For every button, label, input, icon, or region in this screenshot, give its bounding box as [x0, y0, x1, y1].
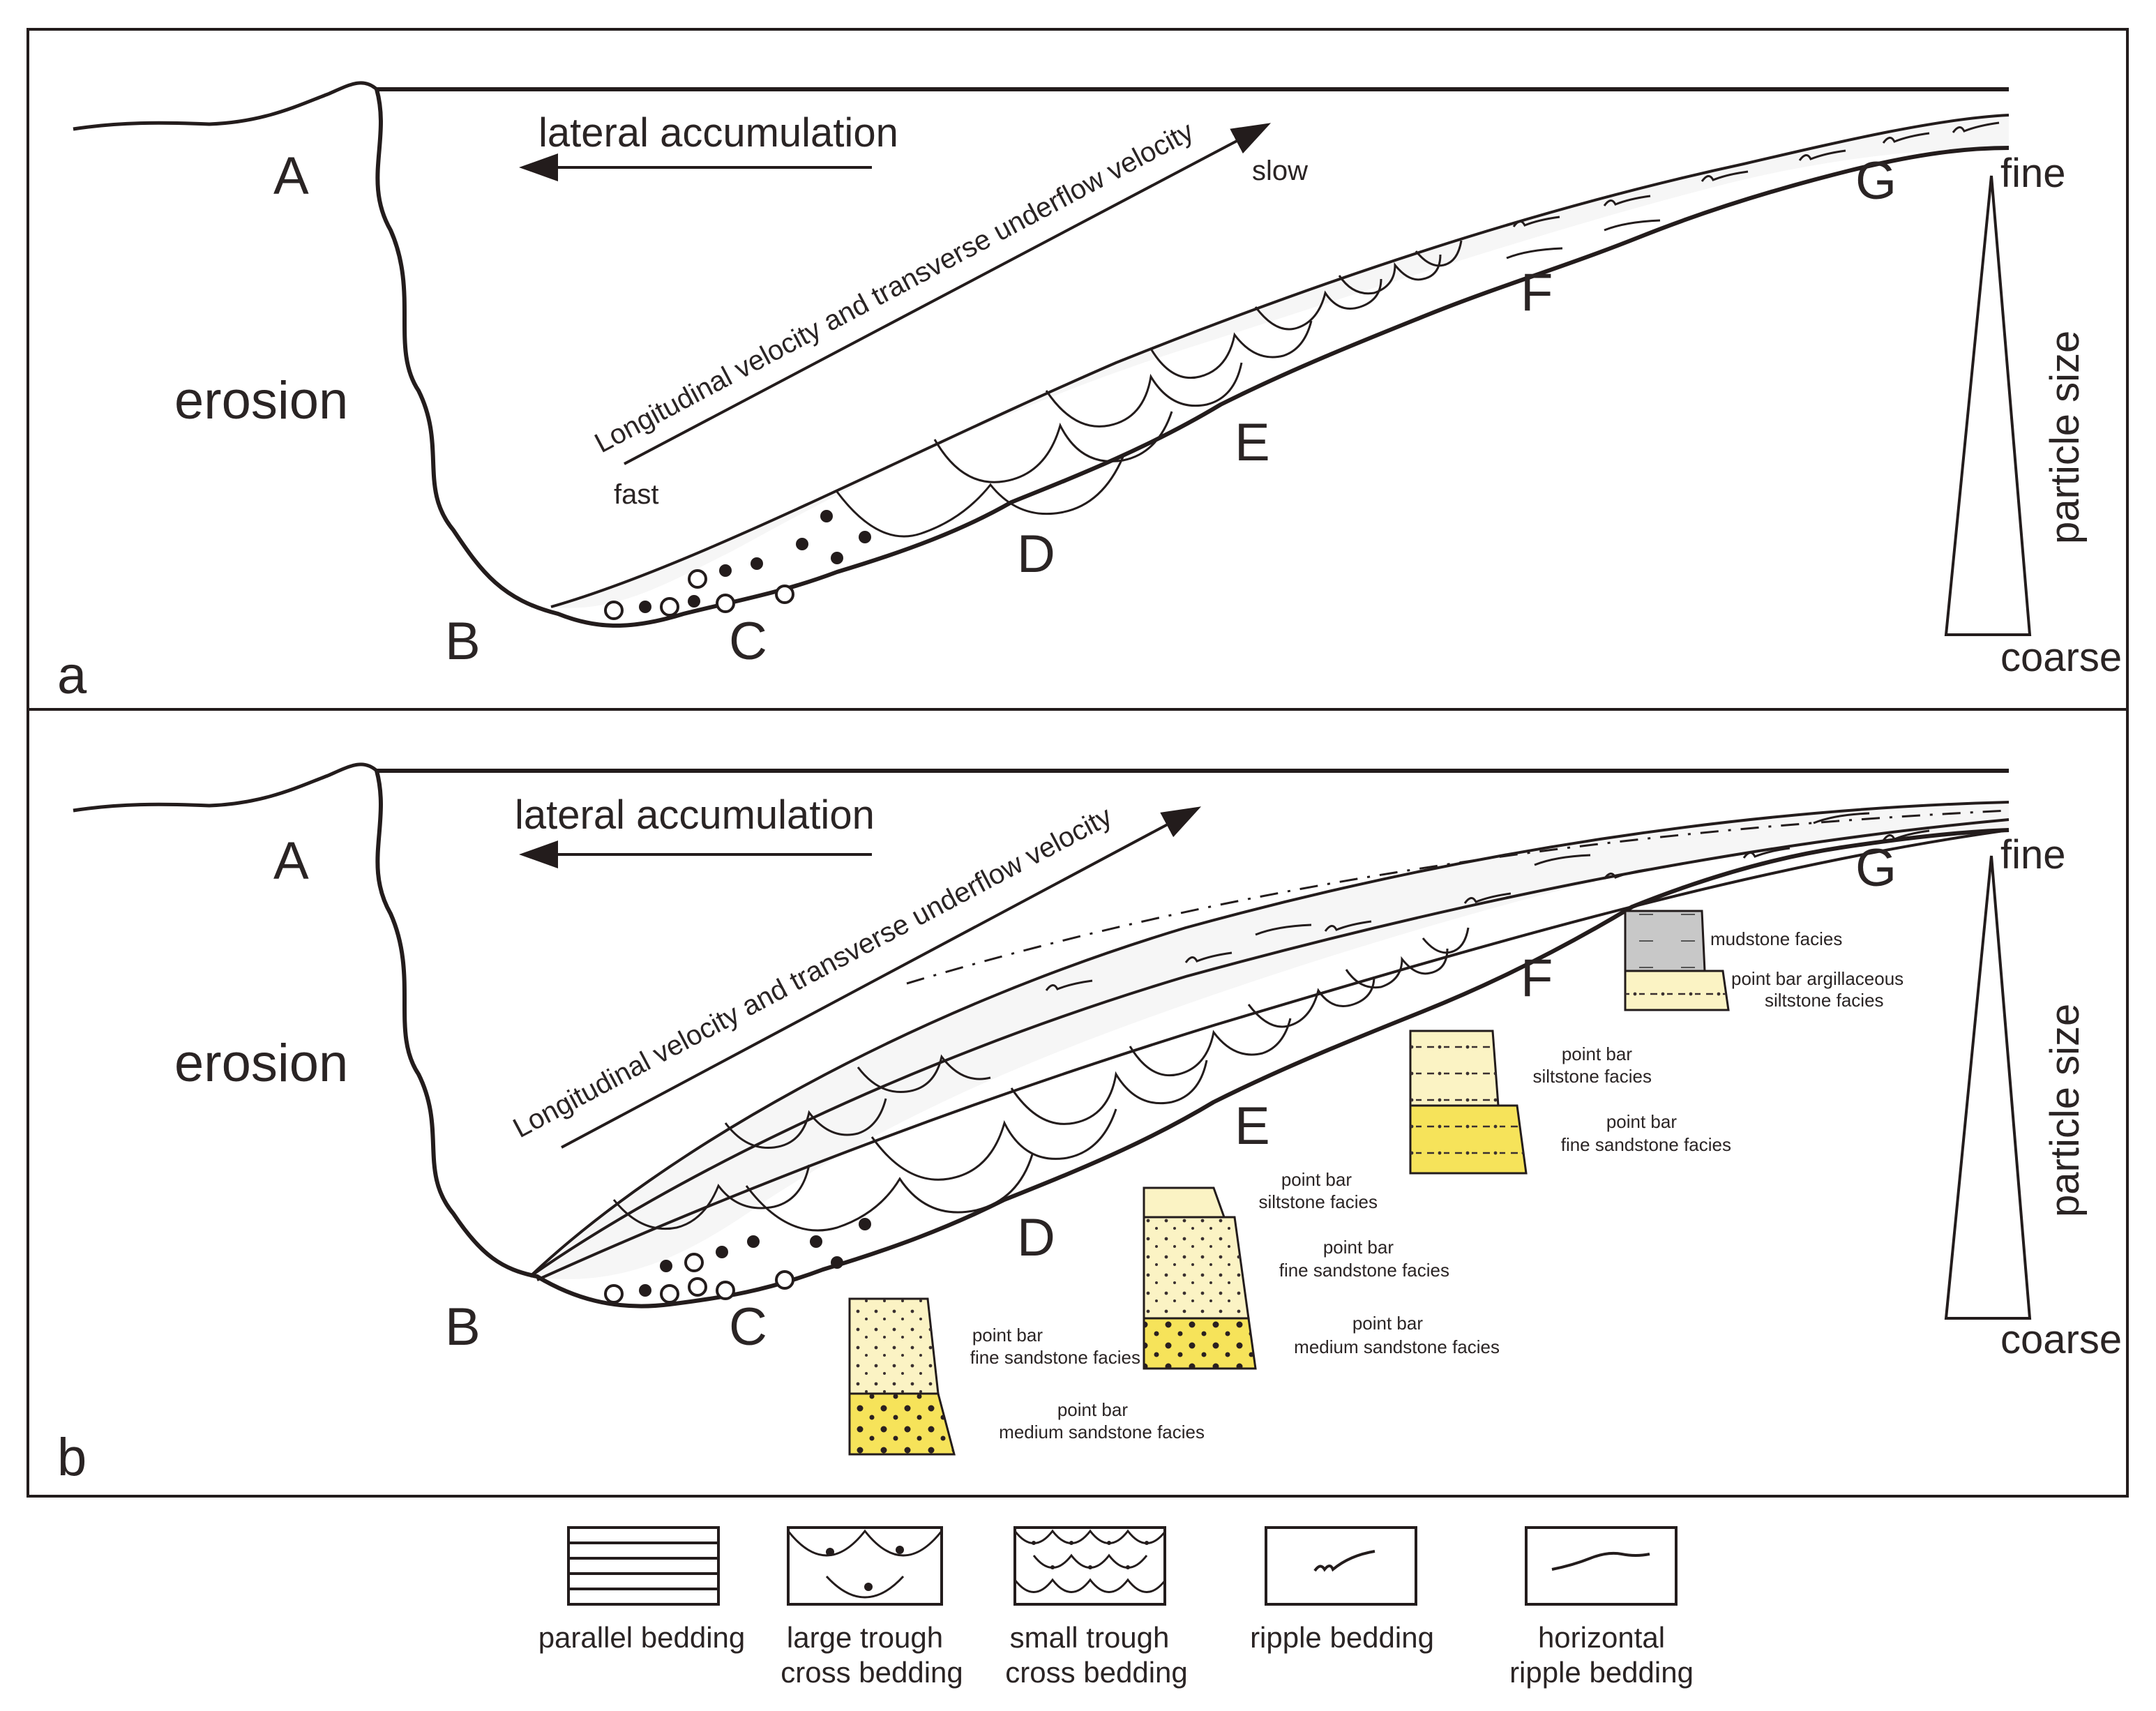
facies-label: point bar	[1323, 1237, 1394, 1258]
lateral-accumulation-label-b: lateral accumulation	[515, 792, 875, 838]
trough-scallops-b	[612, 927, 1470, 1232]
legend-label: parallel bedding	[538, 1621, 746, 1654]
point-a-label-b: A	[273, 831, 309, 891]
point-b-label-b: B	[445, 1297, 481, 1357]
fine-label-b: fine	[2000, 832, 2066, 877]
fast-label: fast	[614, 479, 658, 510]
facies-label: point bar	[972, 1325, 1043, 1346]
facies-column-4	[1624, 910, 1730, 1011]
ripples-b	[1045, 812, 1930, 991]
legend-item-parallel-bedding: parallel bedding	[538, 1526, 746, 1654]
panel-a-label: a	[57, 646, 87, 705]
panel-b-frame	[27, 708, 2129, 1498]
point-c-label: C	[729, 612, 767, 671]
ripples-a	[1506, 121, 2000, 259]
legend-label: ripple bedding	[1509, 1656, 1694, 1689]
legend: parallel bedding large trough cross bedd…	[538, 1526, 1694, 1689]
point-c-label-b: C	[729, 1297, 767, 1357]
facies-label: siltstone facies	[1765, 990, 1884, 1011]
fine-label: fine	[2000, 151, 2066, 196]
slow-label: slow	[1252, 156, 1308, 186]
facies-label: point bar argillaceous	[1731, 968, 1904, 989]
velocity-arrow-b	[561, 806, 1202, 1149]
point-e-label-b: E	[1235, 1096, 1270, 1156]
facies-label: point bar	[1352, 1313, 1424, 1334]
facies-label: siltstone facies	[1258, 1191, 1378, 1212]
legend-label: cross bedding	[781, 1656, 963, 1689]
point-g-label-b: G	[1855, 838, 1897, 898]
parallel-laminae	[906, 809, 2010, 985]
facies-label: point bar	[1057, 1399, 1129, 1420]
deposit-body	[551, 115, 2009, 608]
coarse-label-b: coarse	[2000, 1317, 2122, 1362]
facies-column-1	[848, 1297, 956, 1456]
facies-label: mudstone facies	[1710, 928, 1842, 949]
facies-label: medium sandstone facies	[999, 1422, 1205, 1442]
facies-label: fine sandstone facies	[1561, 1134, 1731, 1155]
legend-item-horizontal-ripple: horizontal ripple bedding	[1509, 1526, 1694, 1689]
legend-label: ripple bedding	[1250, 1621, 1434, 1654]
point-b-label: B	[445, 612, 481, 671]
point-d-label-b: D	[1017, 1208, 1055, 1267]
trough-scallops-a	[836, 240, 1463, 538]
facies-label: point bar	[1606, 1111, 1678, 1132]
facies-label: fine sandstone facies	[970, 1347, 1140, 1368]
legend-label: cross bedding	[1005, 1656, 1188, 1689]
point-f-label: F	[1521, 263, 1553, 322]
point-f-label-b: F	[1521, 949, 1553, 1008]
legend-item-small-trough: small trough cross bedding	[1005, 1526, 1188, 1689]
pebbles-b	[604, 1218, 871, 1304]
particle-size-label: particle size	[2042, 331, 2088, 544]
deposit-top	[550, 114, 2010, 608]
facies-labels: point bar fine sandstone facies point ba…	[970, 928, 1904, 1442]
pebbles-a	[604, 510, 871, 620]
facies-label: medium sandstone facies	[1294, 1336, 1500, 1357]
legend-item-ripple: ripple bedding	[1250, 1526, 1434, 1654]
particle-size-triangle-b	[1944, 855, 2032, 1320]
particle-size-label-b: particle size	[2042, 1004, 2088, 1217]
land-surface-b	[73, 762, 378, 813]
facies-label: point bar	[1281, 1169, 1352, 1190]
deposit-body-b	[530, 802, 2009, 1279]
point-e-label: E	[1235, 413, 1270, 472]
channel-floor	[375, 89, 2010, 628]
facies-label: point bar	[1562, 1043, 1633, 1064]
point-a-label: A	[273, 146, 309, 206]
point-g-label: G	[1855, 151, 1897, 211]
lateral-accumulation-label: lateral accumulation	[538, 110, 898, 156]
accretion-surfaces	[529, 801, 2010, 1281]
erosion-label-b: erosion	[174, 1034, 348, 1093]
coarse-label: coarse	[2000, 635, 2122, 680]
panel-b: point bar fine sandstone facies point ba…	[27, 708, 2129, 1498]
land-surface	[73, 81, 378, 131]
facies-label: fine sandstone facies	[1279, 1260, 1449, 1281]
legend-item-large-trough: large trough cross bedding	[781, 1526, 963, 1689]
velocity-arrow	[624, 123, 1272, 465]
panel-a: a lateral accumulation Longitudinal velo…	[27, 28, 2129, 711]
legend-label: horizontal	[1538, 1621, 1665, 1654]
legend-label: large trough	[787, 1621, 943, 1654]
panel-a-frame	[27, 28, 2129, 711]
panel-b-label: b	[57, 1428, 86, 1487]
erosion-label: erosion	[174, 371, 348, 430]
particle-size-triangle	[1944, 175, 2032, 636]
legend-label: small trough	[1010, 1621, 1170, 1654]
facies-column-3	[1409, 1030, 1528, 1175]
facies-column-2	[1143, 1186, 1257, 1370]
facies-label: siltstone facies	[1532, 1066, 1652, 1087]
point-d-label: D	[1017, 525, 1055, 584]
